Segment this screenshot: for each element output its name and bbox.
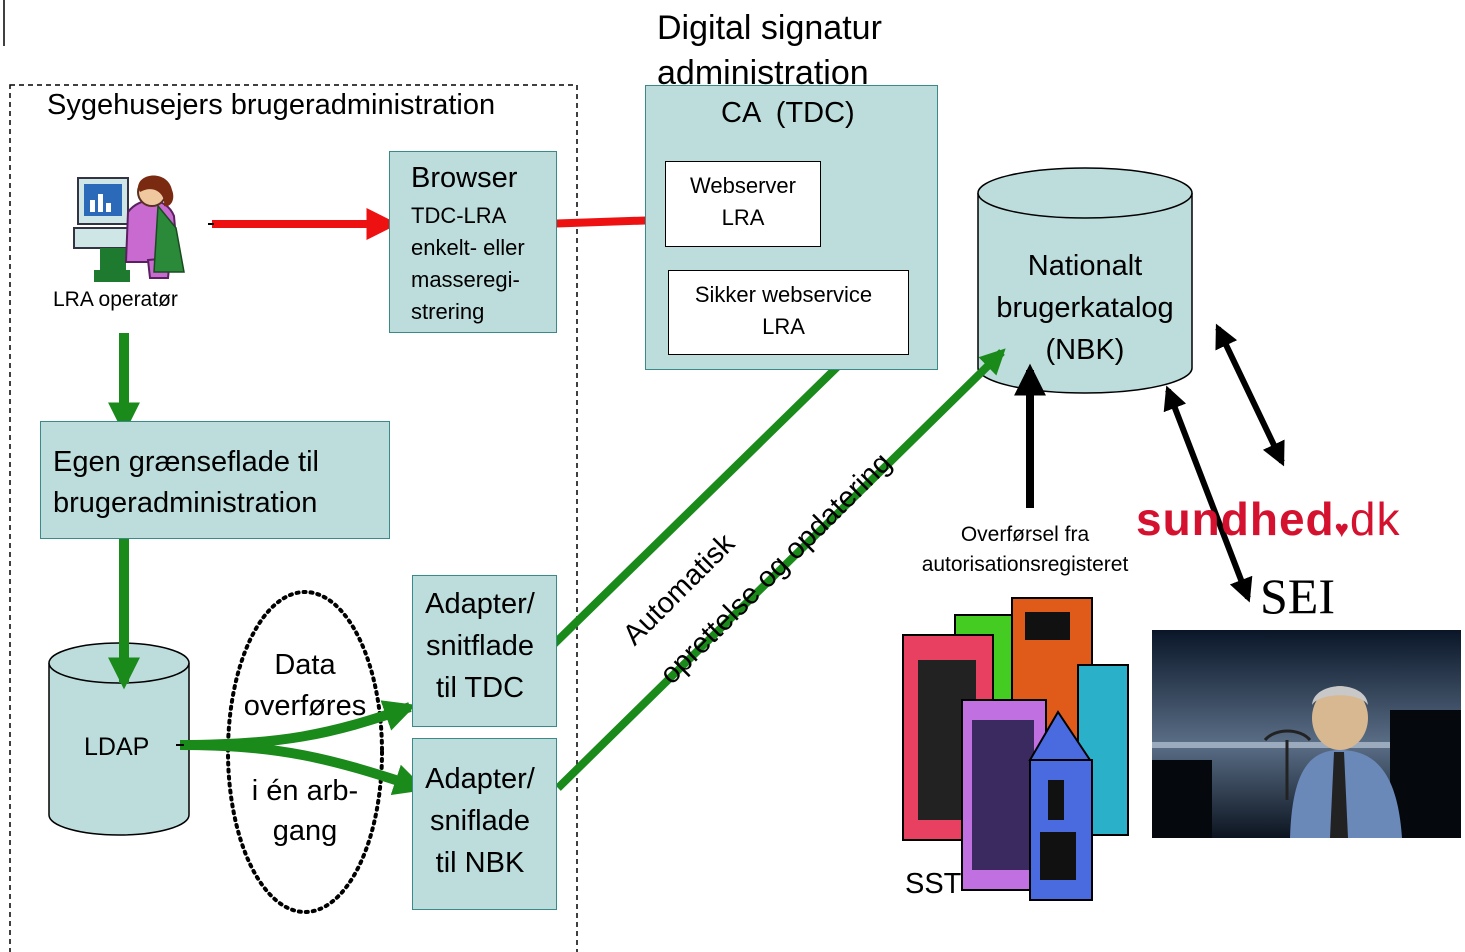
arrow-ldap-adapter-nbk	[179, 740, 427, 796]
nbk-line-2: brugerkatalog	[996, 292, 1174, 324]
browser-title: Browser	[411, 162, 518, 194]
sikker-webservice-box	[668, 270, 909, 355]
sei-label: SEI	[1260, 568, 1335, 624]
arrow-nbk-sundhed	[1215, 323, 1285, 467]
browser-line-1: TDC-LRA	[411, 203, 507, 228]
webserver-label-2: LRA	[721, 205, 765, 230]
ellipse-line-4: gang	[272, 815, 338, 847]
nbk-line-3: (NBK)	[1045, 334, 1125, 366]
sei-photo	[1152, 630, 1461, 838]
egen-line-2: brugeradministration	[53, 487, 318, 519]
browser-line-3: masseregi-	[411, 267, 520, 292]
sikker-label-1: Sikker webservice	[694, 282, 873, 307]
ca-tdc-label: CA (TDC)	[721, 97, 855, 129]
browser-line-4: strering	[411, 299, 485, 324]
adapter-tdc-box	[412, 575, 557, 727]
arrow-adapter-nbk-nbk	[555, 348, 1006, 791]
arrow-adapter-tdc-sikker	[545, 326, 879, 653]
ellipse-line-1: Data	[274, 649, 336, 681]
hospital-title: Sygehusejers brugeradministration	[47, 89, 496, 121]
adapter-nbk-line-3: til NBK	[435, 847, 525, 879]
egen-graenseflade-box	[40, 421, 390, 539]
operator-icon	[73, 175, 185, 282]
heart-icon: ♥	[1334, 516, 1350, 543]
nbk-line-1: Nationalt	[1027, 250, 1143, 282]
adapter-tdc-line-1: Adapter/	[425, 588, 535, 620]
adapter-nbk-box	[412, 738, 557, 910]
sst-label: SST	[905, 868, 962, 900]
sst-buildings-icon	[902, 597, 1129, 901]
digital-signatur-title: Digital signatur	[657, 9, 882, 47]
overfoersel-line-1: Overførsel fra	[960, 523, 1090, 546]
dotted-ellipse	[226, 590, 384, 914]
nbk-cylinder	[977, 167, 1193, 394]
ellipse-line-3: i én arb-	[251, 775, 359, 807]
adapter-tdc-line-2: snitflade	[425, 630, 534, 662]
webserver-label-1: Webserver	[690, 173, 796, 198]
ldap-label: LDAP	[84, 733, 150, 761]
sikker-label-2: LRA	[762, 314, 805, 339]
browser-line-2: enkelt- eller	[411, 235, 525, 260]
ellipse-line-2: overføres	[243, 690, 367, 722]
webserver-lra-box	[665, 161, 821, 247]
egen-line-1: Egen grænseflade til	[53, 446, 319, 478]
adapter-nbk-line-2: sniflade	[430, 805, 530, 837]
overfoersel-line-2: autorisationsregisteret	[921, 553, 1129, 576]
sundhed-logo[interactable]: sundhed♥dk	[1136, 493, 1401, 546]
adapter-nbk-line-1: Adapter/	[425, 763, 535, 795]
sundhed-suffix: dk	[1349, 493, 1401, 545]
sundhed-name: sundhed	[1136, 493, 1335, 545]
arrow-nbk-sei	[1163, 385, 1253, 603]
browser-box	[389, 151, 557, 333]
hospital-boundary	[9, 84, 578, 952]
adapter-tdc-line-3: til TDC	[435, 672, 525, 704]
operator-label: LRA operatør	[53, 288, 178, 311]
